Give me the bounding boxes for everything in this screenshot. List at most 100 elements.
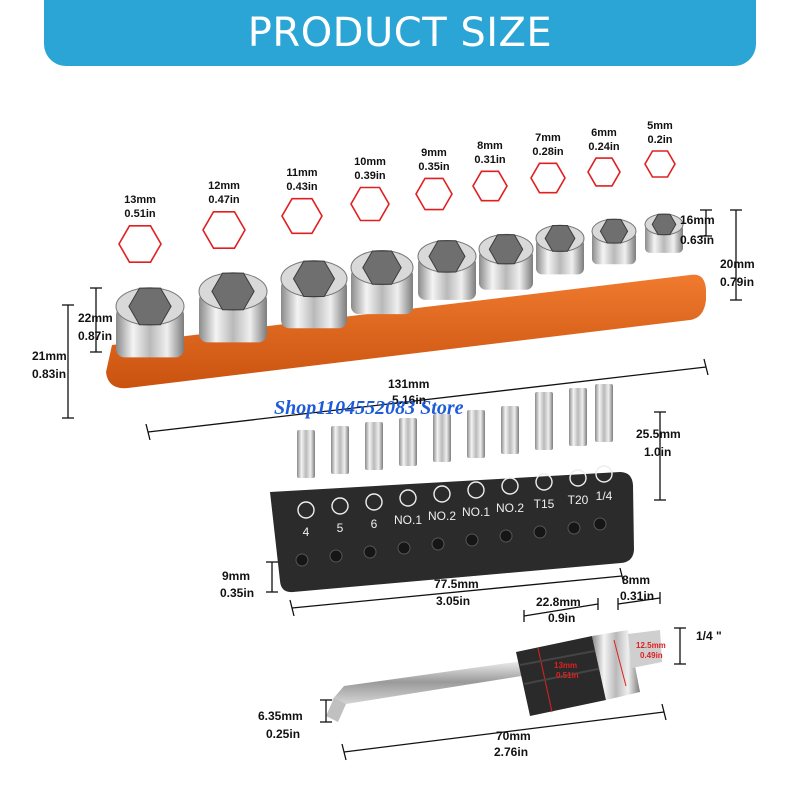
socket-hexagon (472, 170, 508, 202)
socket-hexagon (415, 177, 453, 211)
bit-rail-in: 0.35in (220, 586, 254, 600)
screwdriver-bit: T15 (533, 392, 555, 539)
screwdriver-bit: 5 (329, 426, 349, 563)
adapter-inner-b-mm: 12.5mm (636, 641, 666, 650)
bit-length-mm: 77.5mm (434, 577, 479, 591)
adapter-collar (516, 636, 606, 716)
socket-length-mm: 131mm (388, 377, 429, 391)
adapter-drive-size: 1/4 " (696, 629, 722, 643)
bit-size-label: 1/4 (596, 489, 613, 503)
socket (115, 287, 185, 358)
adapter-inner-b-in: 0.49in (640, 651, 663, 660)
socket (350, 250, 414, 315)
adapter-tip (628, 630, 662, 668)
socket-size-mm: 11mm (286, 167, 317, 179)
socket-size-in: 0.24in (588, 141, 619, 153)
bit-size-label: T15 (534, 497, 555, 511)
socket (198, 272, 268, 343)
adapter-collar-mm: 22.8mm (536, 595, 581, 609)
adapter-inner-a-mm: 13mm (554, 661, 577, 670)
banner-title: PRODUCT SIZE (247, 10, 553, 56)
rail-height-right-mm: 20mm (720, 257, 755, 271)
socket-size-in: 0.51in (124, 208, 155, 220)
screwdriver-bit: 4 (295, 430, 315, 567)
socket-size-mm: 13mm (124, 194, 156, 206)
adapter-length-mm: 70mm (496, 729, 531, 743)
socket-size-mm: 8mm (477, 140, 503, 152)
bit-size-label: NO.1 (462, 505, 490, 519)
screwdriver-bit: 1/4 (593, 384, 613, 531)
socket-size-mm: 5mm (647, 120, 673, 132)
bit-rail (270, 472, 634, 593)
bit-height-mm: 25.5mm (636, 427, 681, 441)
screwdriver-bit: NO.1 (394, 418, 422, 555)
socket-hexagon (350, 186, 390, 222)
bit-size-label: NO.2 (496, 501, 524, 515)
socket-size-mm: 6mm (591, 127, 617, 139)
screwdriver-bit: T20 (567, 388, 589, 535)
rail-height-right-in: 0.79in (720, 275, 754, 289)
socket (478, 233, 534, 290)
adapter-head (592, 630, 640, 700)
socket-size-in: 0.43in (286, 181, 317, 193)
rail-height-left-mm: 21mm (32, 349, 67, 363)
title-banner: PRODUCT SIZE (44, 0, 756, 66)
socket-adapter (326, 630, 662, 722)
socket-size-in: 0.2in (647, 134, 672, 146)
socket-hexagon (587, 157, 621, 187)
screwdriver-bit: NO.2 (496, 406, 524, 543)
adapter-shank (326, 660, 534, 722)
socket (644, 213, 684, 253)
socket-hexagon (644, 150, 676, 178)
screwdriver-bit: 6 (363, 422, 383, 559)
socket-small-height-in: 0.63in (680, 233, 714, 247)
adapter-dimension-lines (320, 592, 686, 761)
adapter-inner-marker (613, 639, 627, 687)
socket-hexagon (202, 211, 246, 249)
socket-dimension-lines (62, 209, 742, 441)
socket (591, 218, 637, 265)
screwdriver-bit: NO.2 (428, 414, 456, 551)
bit-length-in: 3.05in (436, 594, 470, 608)
socket-size-mm: 9mm (421, 147, 447, 159)
adapter-length-in: 2.76in (494, 745, 528, 759)
socket-large-height-mm: 22mm (78, 311, 113, 325)
screwdriver-bit: NO.1 (462, 410, 490, 547)
bit-size-label: NO.2 (428, 509, 456, 523)
adapter-shank-mm: 6.35mm (258, 709, 303, 723)
socket-size-in: 0.47in (208, 194, 239, 206)
socket-size-labels: 13mm0.51in12mm0.47in11mm0.43in10mm0.39in… (124, 120, 673, 220)
socket-size-mm: 10mm (354, 156, 386, 168)
bit-dimension-lines (266, 411, 666, 617)
socket-group (115, 213, 684, 358)
socket-large-height-in: 0.87in (78, 329, 112, 343)
socket-size-mm: 7mm (535, 132, 561, 144)
socket-hexagon (281, 197, 323, 235)
bit-height-in: 1.0in (644, 445, 671, 459)
adapter-collar-in: 0.9in (548, 611, 575, 625)
socket-hexagon (118, 225, 162, 264)
socket-length-in: 5.16in (392, 393, 426, 407)
socket-size-hexagons (118, 150, 676, 264)
socket (417, 239, 477, 300)
adapter-tip-in: 0.31in (620, 589, 654, 603)
socket-size-in: 0.35in (418, 161, 449, 173)
bit-size-label: NO.1 (394, 513, 422, 527)
adapter-shank-in: 0.25in (266, 727, 300, 741)
socket-rail (106, 274, 706, 389)
adapter-inner-a-in: 0.51in (556, 671, 579, 680)
bit-size-label: 6 (371, 517, 378, 531)
adapter-tip-mm: 8mm (622, 573, 650, 587)
store-watermark: Shop1104552083 Store (274, 397, 464, 419)
bit-size-label: 4 (303, 525, 310, 539)
socket-size-in: 0.39in (354, 170, 385, 182)
socket-size-in: 0.31in (474, 154, 505, 166)
socket (535, 224, 585, 275)
bit-rail-mm: 9mm (222, 569, 250, 583)
rail-height-left-in: 0.83in (32, 367, 66, 381)
socket-size-in: 0.28in (532, 146, 563, 158)
bit-size-label: T20 (568, 493, 589, 507)
socket-hexagon (530, 162, 566, 194)
